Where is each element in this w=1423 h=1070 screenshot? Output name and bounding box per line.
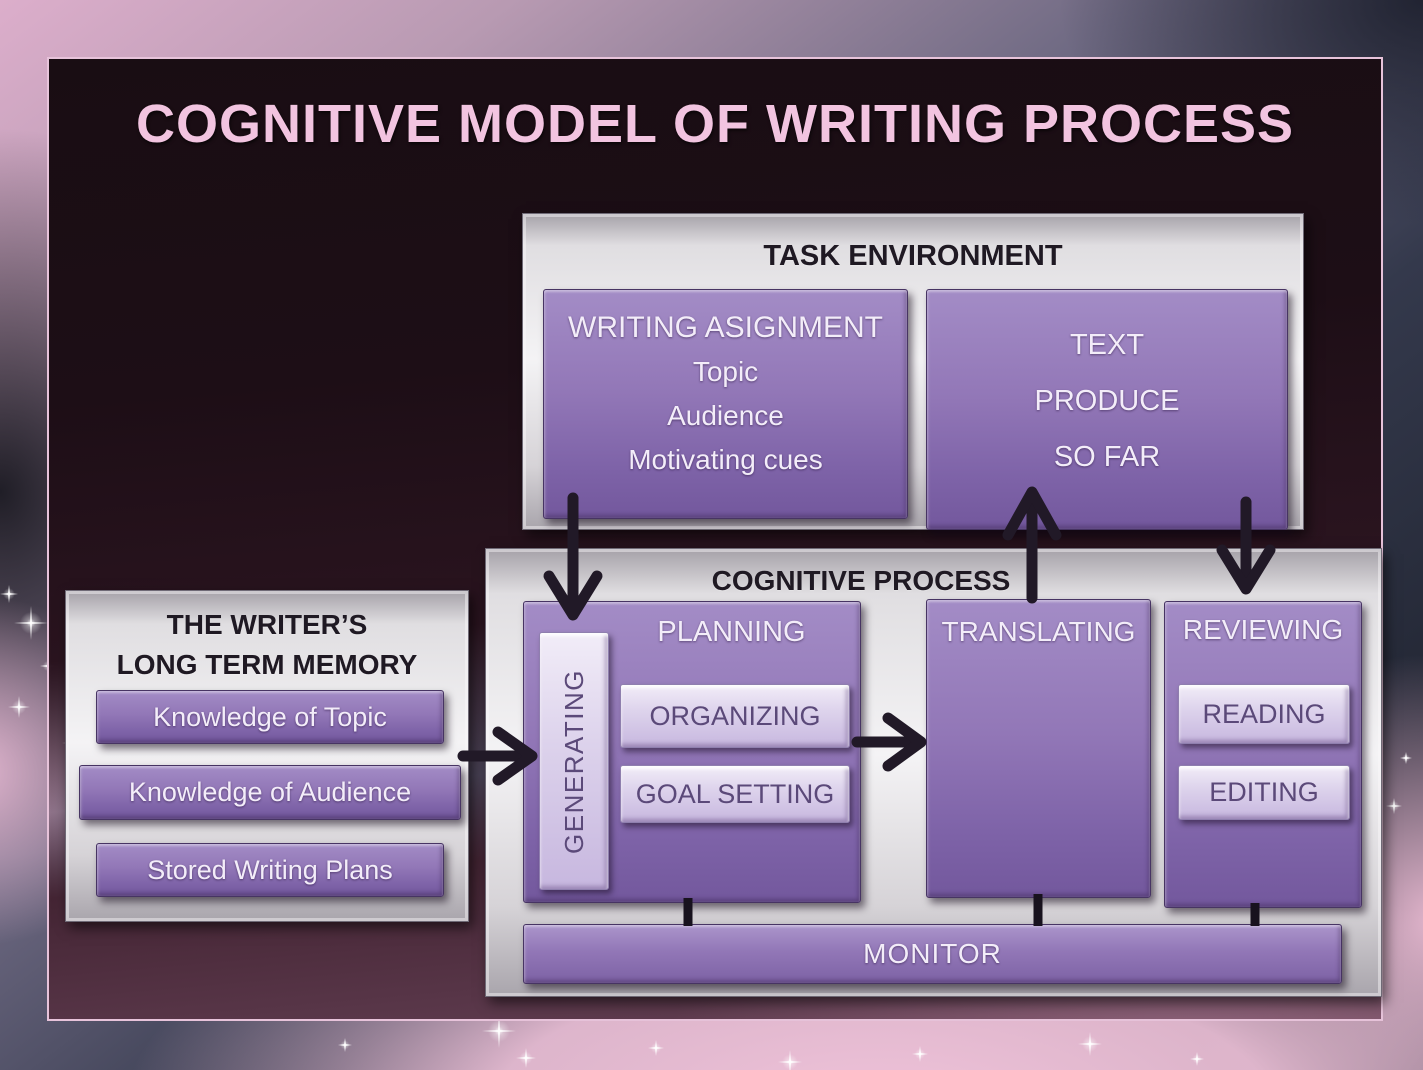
- cognitive-process-panel: COGNITIVE PROCESS PLANNING GENERATING OR…: [485, 548, 1382, 997]
- organizing-label: ORGANIZING: [649, 700, 821, 731]
- reviewing-label: REVIEWING: [1182, 614, 1344, 645]
- stored-writing-plans-box: Stored Writing Plans: [96, 843, 444, 897]
- long-term-memory-title: THE WRITER’S LONG TERM MEMORY: [66, 605, 468, 685]
- long-term-memory-title-line1: THE WRITER’S: [166, 609, 368, 640]
- reviewing-box: REVIEWING READING EDITING: [1164, 601, 1362, 908]
- text-produced-box: TEXT PRODUCE SO FAR: [926, 289, 1288, 530]
- knowledge-of-audience-box: Knowledge of Audience: [79, 765, 461, 820]
- writing-assignment-heading: WRITING ASIGNMENT: [568, 311, 883, 344]
- slide-title: COGNITIVE MODEL OF WRITING PROCESS: [135, 94, 1295, 154]
- sparkle-icon: [516, 1048, 536, 1068]
- sparkle-icon: [648, 1040, 664, 1056]
- sparkle-icon: [778, 1050, 802, 1070]
- goal-setting-box: GOAL SETTING: [620, 765, 850, 823]
- writing-assignment-box: WRITING ASIGNMENT Topic Audience Motivat…: [543, 289, 908, 519]
- sparkle-icon: [912, 1046, 928, 1062]
- long-term-memory-title-line2: LONG TERM MEMORY: [116, 649, 418, 680]
- translating-label: TRANSLATING: [941, 616, 1136, 647]
- writing-assignment-item: Topic: [692, 356, 759, 387]
- generating-label: GENERATING: [558, 668, 589, 854]
- text-produced-line: PRODUCE: [1034, 385, 1180, 417]
- generating-box: GENERATING: [539, 632, 609, 890]
- planning-box: PLANNING GENERATING ORGANIZING GOAL SETT…: [523, 601, 861, 903]
- editing-label: EDITING: [1209, 777, 1319, 807]
- goal-setting-label: GOAL SETTING: [635, 778, 835, 809]
- cognitive-process-title: COGNITIVE PROCESS: [711, 565, 1011, 596]
- writing-assignment-item: Audience: [667, 400, 784, 431]
- sparkle-icon: [338, 1038, 352, 1052]
- knowledge-of-topic-label: Knowledge of Topic: [153, 701, 387, 732]
- task-environment-panel: TASK ENVIRONMENT WRITING ASIGNMENT Topic…: [522, 213, 1304, 530]
- slide: COGNITIVE MODEL OF WRITING PROCESS TASK …: [47, 57, 1383, 1021]
- task-environment-title: TASK ENVIRONMENT: [763, 240, 1063, 272]
- editing-box: EDITING: [1178, 765, 1350, 820]
- sparkle-icon: [1386, 798, 1402, 814]
- long-term-memory-panel: THE WRITER’S LONG TERM MEMORY Knowledge …: [65, 590, 469, 922]
- sparkle-icon: [0, 585, 18, 603]
- knowledge-of-topic-box: Knowledge of Topic: [96, 690, 444, 744]
- translating-box: TRANSLATING: [926, 599, 1151, 898]
- planning-label: PLANNING: [657, 616, 806, 648]
- sparkle-icon: [1190, 1052, 1204, 1066]
- text-produced-line: SO FAR: [1053, 441, 1161, 473]
- sparkle-icon: [1078, 1032, 1102, 1056]
- organizing-box: ORGANIZING: [620, 684, 850, 748]
- reading-label: READING: [1202, 698, 1326, 729]
- text-produced-line: TEXT: [1069, 329, 1145, 361]
- monitor-box: MONITOR: [523, 924, 1342, 984]
- monitor-label: MONITOR: [863, 938, 1002, 969]
- writing-assignment-item: Motivating cues: [628, 444, 823, 475]
- stored-writing-plans-label: Stored Writing Plans: [147, 854, 393, 885]
- sparkle-icon: [14, 606, 48, 640]
- sparkle-icon: [8, 696, 30, 718]
- sparkle-icon: [1400, 752, 1412, 764]
- reading-box: READING: [1178, 684, 1350, 744]
- knowledge-of-audience-label: Knowledge of Audience: [128, 777, 412, 807]
